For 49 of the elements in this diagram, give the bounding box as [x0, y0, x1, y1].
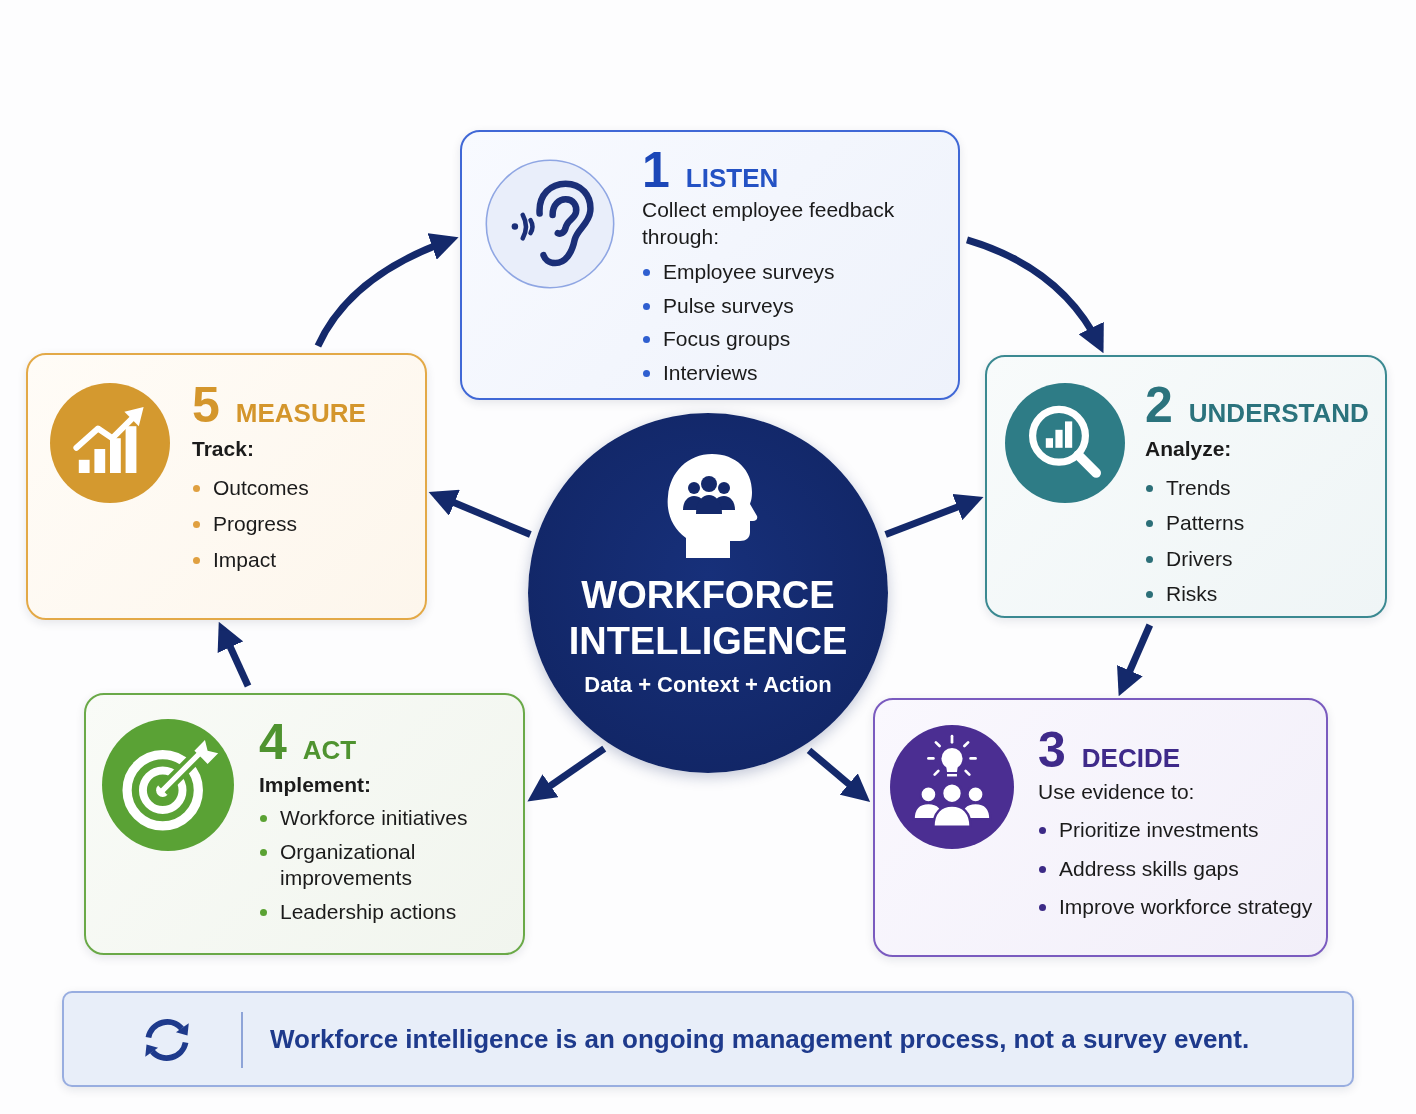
hub-title: WORKFORCE INTELLIGENCE [567, 573, 849, 664]
step-title: DECIDE [1081, 743, 1181, 773]
list-item: Trends [1145, 475, 1231, 501]
step-description: Collect employee feedback through: [642, 197, 896, 250]
list-item: Leadership actions [259, 899, 457, 925]
step-card [460, 130, 960, 400]
step-title: LISTEN [685, 163, 779, 193]
list-item: Prioritize investments [1038, 817, 1259, 843]
step-description: Track: [192, 436, 254, 462]
step-number: 3 [1038, 725, 1066, 775]
step-description: Implement: [259, 772, 371, 798]
list-item: Workforce initiatives [259, 805, 468, 831]
arrow [1117, 623, 1154, 697]
step-number: 2 [1145, 380, 1173, 430]
step-title: ACT [302, 735, 357, 765]
step-card [26, 353, 427, 620]
step-card [84, 693, 525, 955]
list-item: Address skills gaps [1038, 855, 1239, 882]
list-item: Organizational improvements [259, 839, 509, 891]
list-item: Risks [1145, 580, 1218, 607]
list-item: Interviews [642, 359, 758, 386]
curved-arrow [314, 233, 459, 348]
step-description: Analyze: [1145, 436, 1232, 462]
step-number: 1 [642, 145, 670, 195]
arrow [217, 621, 252, 688]
arrow [884, 494, 984, 538]
list-item: Drivers [1145, 545, 1233, 572]
list-item: Impact [192, 547, 277, 573]
arrow [428, 489, 532, 538]
step-title: MEASURE [235, 398, 366, 428]
list-item: Patterns [1145, 510, 1245, 537]
banner-text: Workforce intelligence is an ongoing management process, not a survey event. [270, 1023, 1250, 1055]
list-item: Progress [192, 511, 298, 537]
step-number: 4 [259, 717, 287, 767]
step-title: UNDERSTAND [1188, 398, 1369, 428]
message-banner [62, 991, 1354, 1087]
list-item: Improve workforce strategy [1038, 894, 1313, 920]
step-card [985, 355, 1387, 618]
step-number: 5 [192, 380, 220, 430]
arrow [527, 745, 607, 802]
list-item: Outcomes [192, 475, 309, 501]
step-description: Use evidence to: [1038, 779, 1195, 805]
list-item: Employee surveys [642, 259, 835, 285]
list-item: Focus groups [642, 326, 791, 352]
hub-subtitle: Data + Context + Action [584, 672, 832, 698]
arrow [806, 747, 871, 803]
list-item: Pulse surveys [642, 292, 794, 319]
curved-arrow [965, 236, 1104, 354]
step-card [873, 698, 1328, 957]
